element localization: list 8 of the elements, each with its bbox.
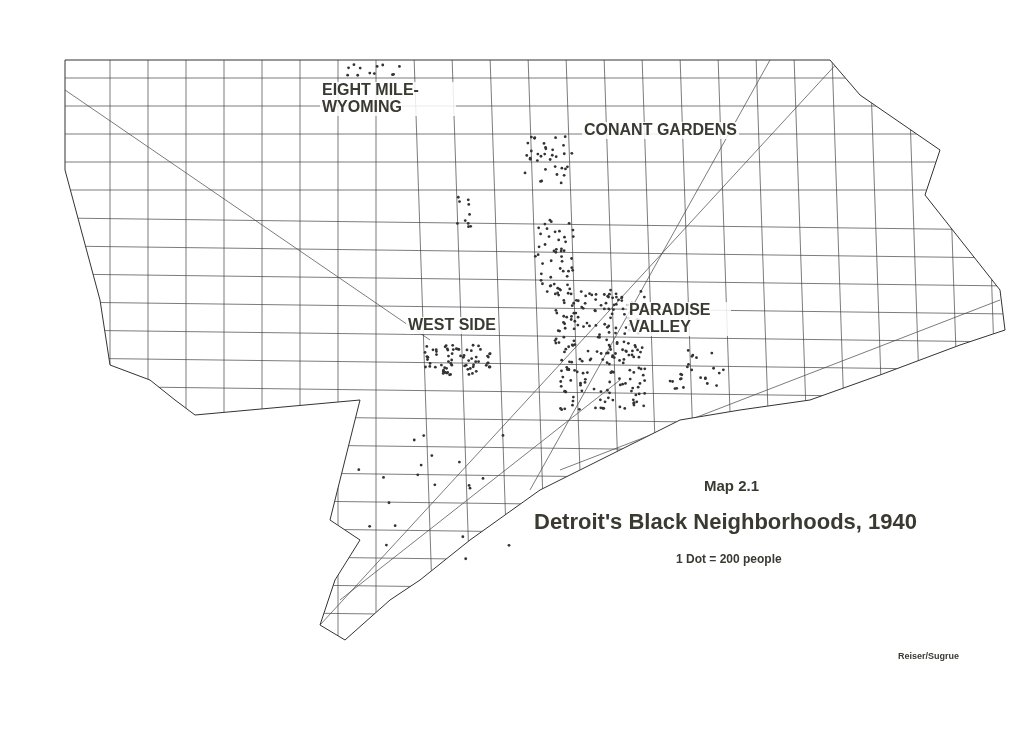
neighborhood-label: EIGHT MILE-WYOMING — [320, 82, 456, 116]
map-title: Detroit's Black Neighborhoods, 1940 — [534, 510, 917, 534]
neighborhood-label: PARADISE VALLEY — [627, 302, 731, 336]
neighborhood-label: WEST SIDE — [406, 317, 498, 334]
scale-note: 1 Dot = 200 people — [676, 553, 782, 566]
credit-text: Reiser/Sugrue — [898, 652, 960, 662]
neighborhood-label: CONANT GARDENS — [582, 122, 739, 139]
map-number: Map 2.1 — [704, 478, 760, 494]
